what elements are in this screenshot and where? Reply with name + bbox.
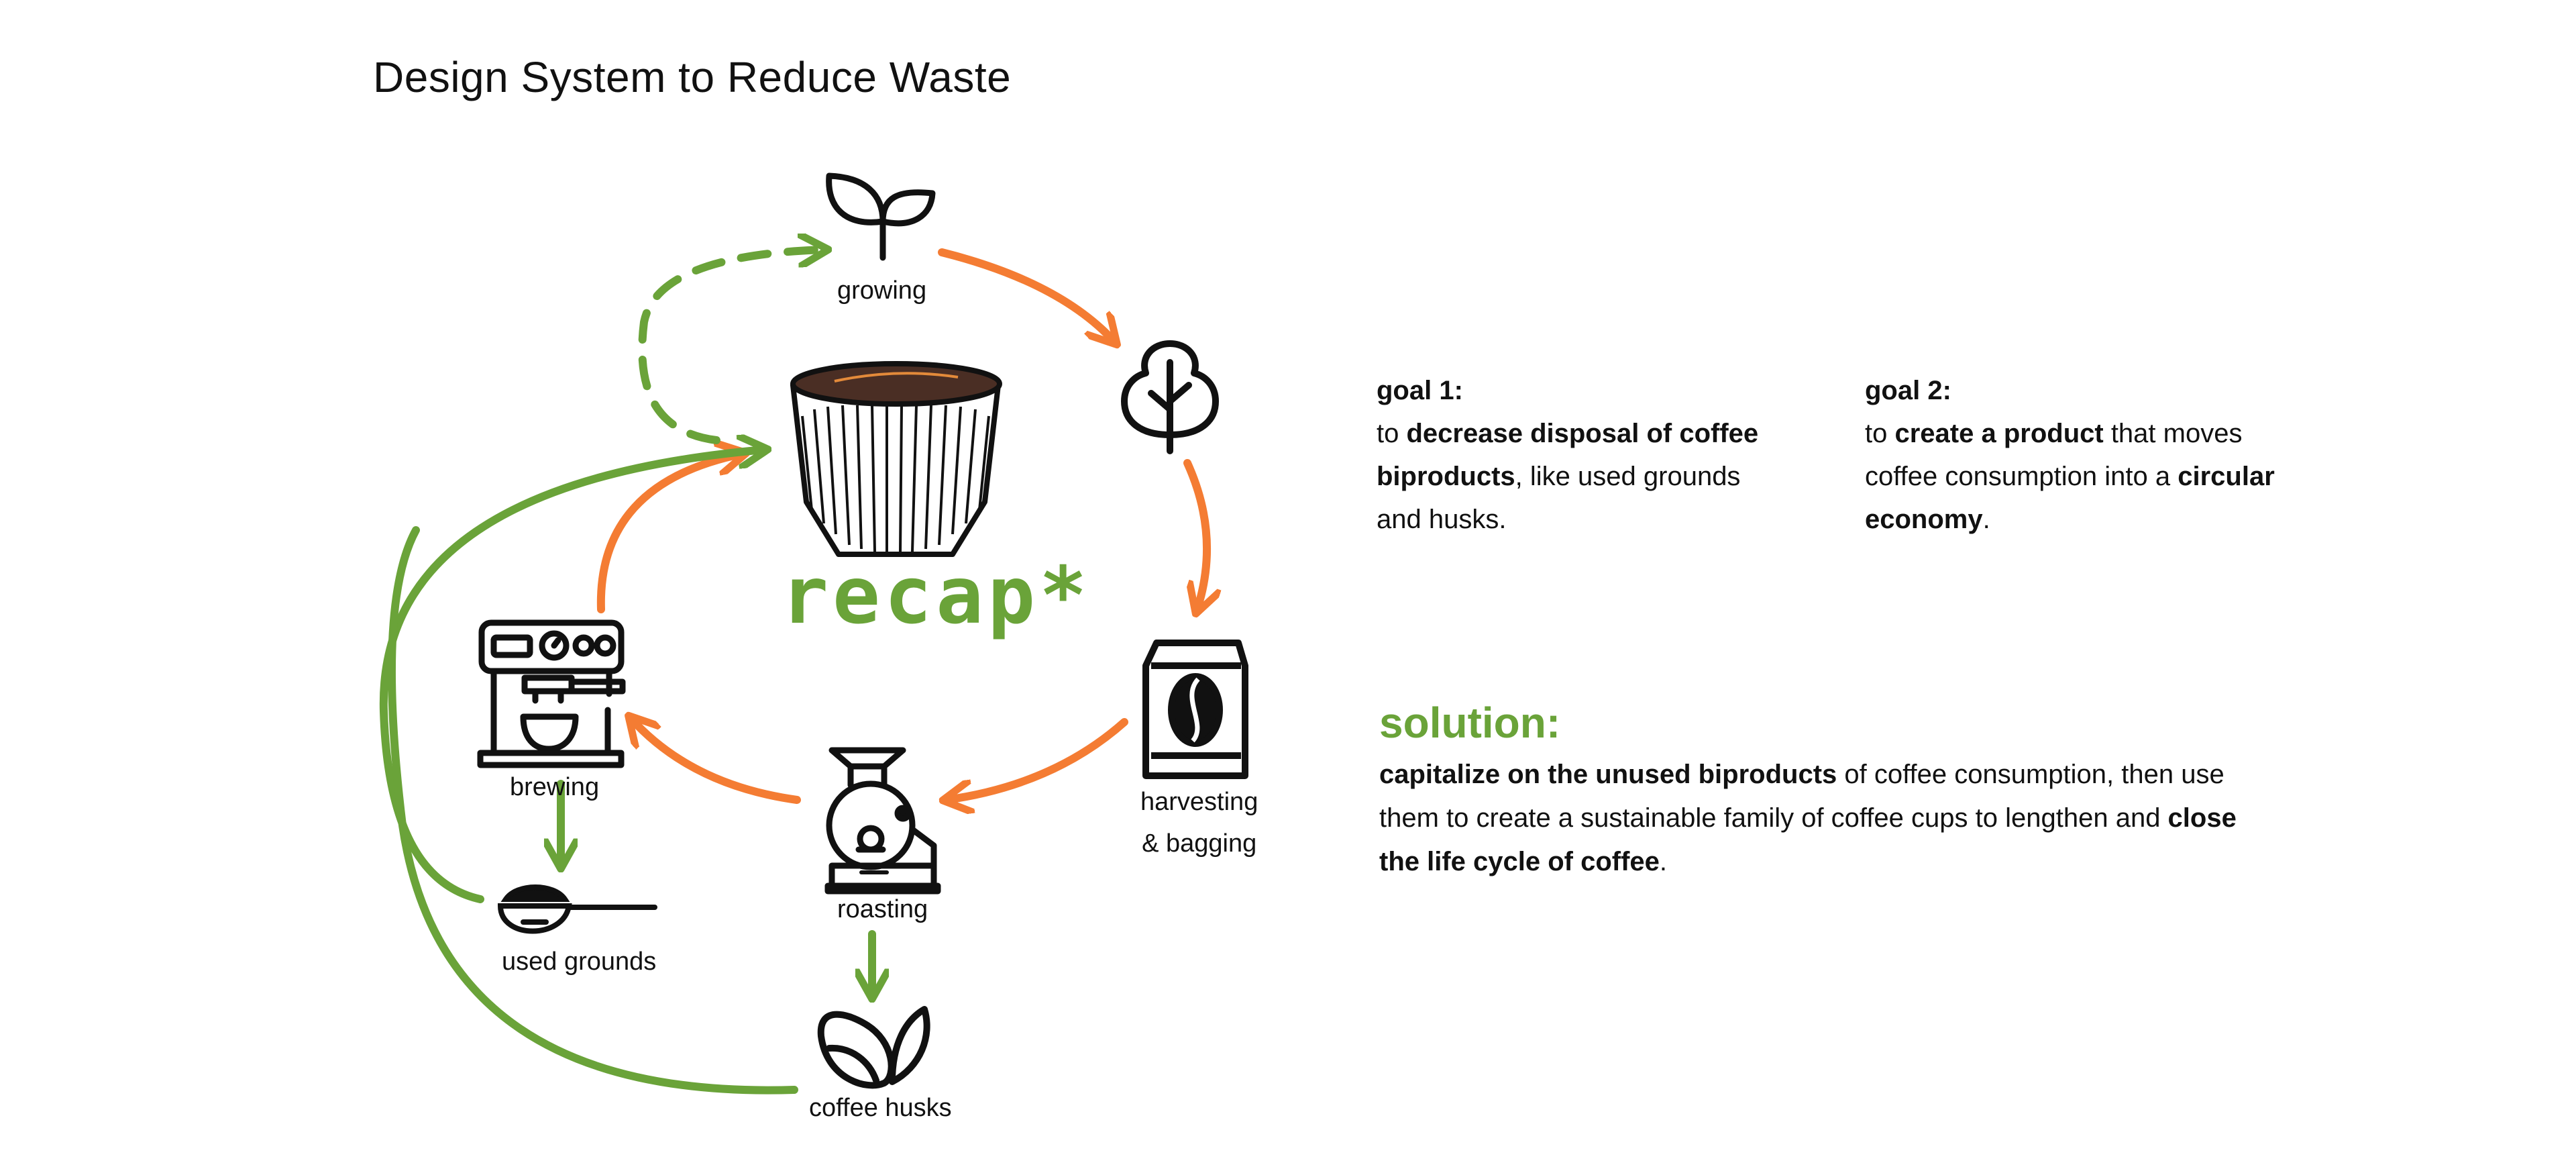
arrow-roasting-to-brewing bbox=[631, 718, 801, 804]
label-harvesting-line2: & bagging bbox=[1142, 829, 1257, 858]
goal-2-text: to create a product that moves coffee co… bbox=[1865, 412, 2294, 541]
espresso-machine-icon bbox=[477, 619, 626, 768]
solution-text-bold: close the life cycle of coffee bbox=[1379, 803, 2237, 876]
arrow-growing-to-tree bbox=[938, 248, 1115, 342]
goal-1-text: to decrease disposal of coffee biproduct… bbox=[1377, 412, 1792, 541]
label-roasting: roasting bbox=[837, 895, 928, 923]
roaster-icon bbox=[824, 747, 941, 895]
brand-logo: recap* bbox=[781, 549, 1091, 642]
goal-2-heading: goal 2: bbox=[1865, 376, 1951, 405]
goal-1-heading: goal 1: bbox=[1377, 376, 1463, 405]
goal-2: goal 2: to create a product that moves c… bbox=[1865, 369, 2294, 541]
goal-2-text-bold: create a product bbox=[1894, 419, 2104, 448]
tree-icon bbox=[1121, 340, 1219, 454]
arrow-grounds-to-cup bbox=[379, 450, 765, 903]
coffee-bag-icon bbox=[1142, 640, 1248, 779]
label-used-grounds: used grounds bbox=[502, 948, 657, 976]
solution-heading: solution: bbox=[1379, 699, 1561, 747]
goal-1-text-bold: decrease disposal of coffee biproducts bbox=[1377, 419, 1759, 491]
solution-text-part: . bbox=[1659, 847, 1668, 876]
goal-2-text-part: . bbox=[1982, 505, 1990, 534]
coffee-husk-icon bbox=[817, 1006, 930, 1089]
goal-1: goal 1: to decrease disposal of coffee b… bbox=[1377, 369, 1792, 541]
label-brewing: brewing bbox=[510, 773, 600, 801]
label-coffee-husks: coffee husks bbox=[809, 1094, 952, 1122]
sprout-icon bbox=[826, 172, 936, 261]
cup-icon bbox=[790, 361, 1002, 557]
arrow-tree-to-harvesting bbox=[1183, 459, 1207, 611]
goal-2-text-part: that moves coffee consumption into a bbox=[1865, 419, 2243, 491]
label-harvesting-line1: harvesting bbox=[1140, 788, 1258, 816]
arrow-brewing-to-cup bbox=[596, 454, 743, 613]
label-growing: growing bbox=[837, 276, 927, 305]
arrow-cup-to-growing-dashed bbox=[638, 250, 825, 444]
arrow-harvesting-to-roasting bbox=[946, 718, 1128, 800]
goal-2-text-bold: circular economy bbox=[1865, 462, 2275, 534]
arrow-husks-to-cup bbox=[388, 526, 798, 1095]
goal-2-text-part: to bbox=[1865, 419, 1895, 448]
solution-text-part: of coffee consumption, then use them to … bbox=[1379, 760, 2224, 833]
label-harvesting: harvesting & bagging bbox=[1140, 781, 1258, 864]
goal-1-text-part: to bbox=[1377, 419, 1407, 448]
goal-1-text-part: , like used grounds and husks. bbox=[1377, 462, 1741, 534]
scoop-icon bbox=[497, 884, 657, 934]
solution-text-bold: capitalize on the unused biproducts bbox=[1379, 760, 1837, 789]
page-title: Design System to Reduce Waste bbox=[373, 53, 1012, 101]
solution-text: capitalize on the unused biproducts of c… bbox=[1379, 753, 2278, 884]
